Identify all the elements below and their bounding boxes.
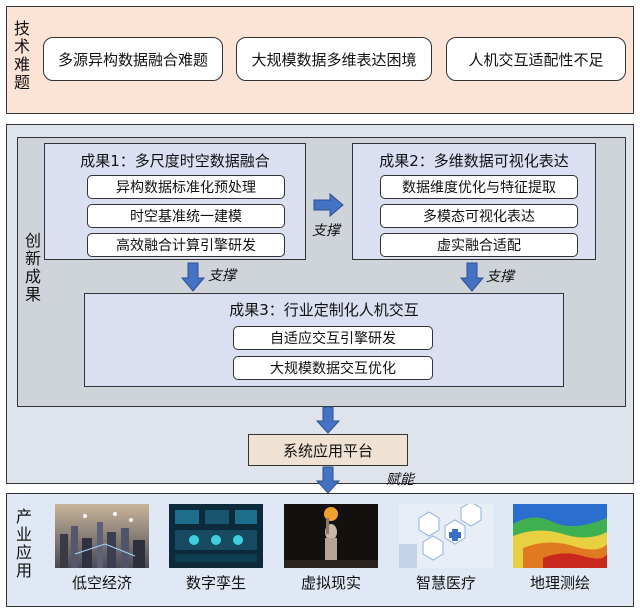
result2-item-3: 虚实融合适配 bbox=[380, 233, 578, 257]
down-arrow-icon bbox=[180, 262, 206, 292]
result3-title: 成果3：行业定制化人机交互 bbox=[229, 301, 419, 319]
app-label-geo-mapping: 地理测绘 bbox=[529, 574, 590, 592]
applications-side-label: 产业应用 bbox=[15, 507, 32, 580]
down-arrow-icon bbox=[459, 262, 485, 292]
support-label-right: 支撑 bbox=[312, 223, 340, 239]
result3-item-2: 大规模数据交互优化 bbox=[233, 356, 433, 380]
challenge-box-1: 多源异构数据融合难题 bbox=[43, 37, 223, 81]
platform-box: 系统应用平台 bbox=[248, 434, 408, 466]
challenge-box-3: 人机交互适配性不足 bbox=[446, 37, 626, 81]
result1-title: 成果1：多尺度时空数据融合 bbox=[80, 152, 270, 170]
result2-item-1: 数据维度优化与特征提取 bbox=[380, 175, 578, 199]
geographic-mapping-image bbox=[513, 504, 607, 568]
support-label-left: 支撑 bbox=[208, 268, 236, 284]
empower-label: 赋能 bbox=[386, 472, 414, 488]
virtual-reality-image bbox=[284, 504, 378, 568]
digital-twin-image bbox=[169, 504, 263, 568]
down-arrow-icon bbox=[315, 406, 341, 434]
result1-item-3: 高效融合计算引擎研发 bbox=[87, 233, 285, 257]
smart-healthcare-image bbox=[399, 504, 493, 568]
result2-title: 成果2：多维数据可视化表达 bbox=[379, 152, 569, 170]
app-label-virtual-reality: 虚拟现实 bbox=[300, 574, 361, 592]
right-arrow-icon bbox=[313, 192, 344, 218]
app-label-digital-twin: 数字孪生 bbox=[185, 574, 246, 592]
app-label-low-altitude: 低空经济 bbox=[71, 574, 132, 592]
challenge-box-2: 大规模数据多维表达困境 bbox=[236, 37, 432, 81]
result1-item-2: 时空基准统一建模 bbox=[87, 204, 285, 228]
challenges-side-label: 技术难题 bbox=[13, 19, 30, 92]
app-label-smart-healthcare: 智慧医疗 bbox=[415, 574, 476, 592]
result1-item-1: 异构数据标准化预处理 bbox=[87, 175, 285, 199]
support-label-mid: 支撑 bbox=[486, 269, 514, 285]
innovation-side-label: 创新成果 bbox=[24, 231, 41, 304]
low-altitude-city-image bbox=[55, 504, 149, 568]
result2-item-2: 多模态可视化表达 bbox=[380, 204, 578, 228]
down-arrow-icon bbox=[315, 466, 341, 494]
result3-item-1: 自适应交互引擎研发 bbox=[233, 326, 433, 350]
